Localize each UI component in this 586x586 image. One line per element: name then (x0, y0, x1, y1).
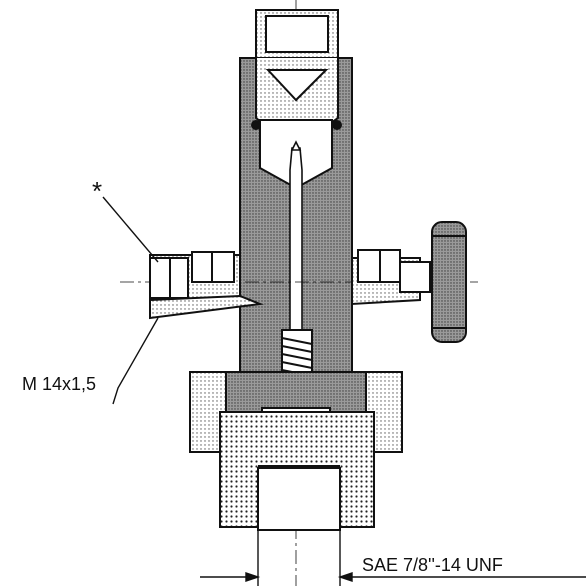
port-callout-label: SAE 7/8''-14 UNF (362, 555, 503, 575)
thread-callout-label: M 14x1,5 (22, 374, 96, 394)
bottom-threaded-sleeve (219, 411, 375, 531)
handwheel-knob (431, 221, 467, 343)
o-ring-right (332, 120, 342, 130)
thread-callout-leader (112, 317, 159, 405)
o-ring-left (251, 120, 261, 130)
asterisk-leader-line (102, 196, 159, 263)
left-side-fitting (149, 251, 264, 320)
asterisk-label: * (92, 176, 102, 206)
port-dimension-lines (200, 527, 586, 586)
right-side-fitting (351, 249, 431, 306)
